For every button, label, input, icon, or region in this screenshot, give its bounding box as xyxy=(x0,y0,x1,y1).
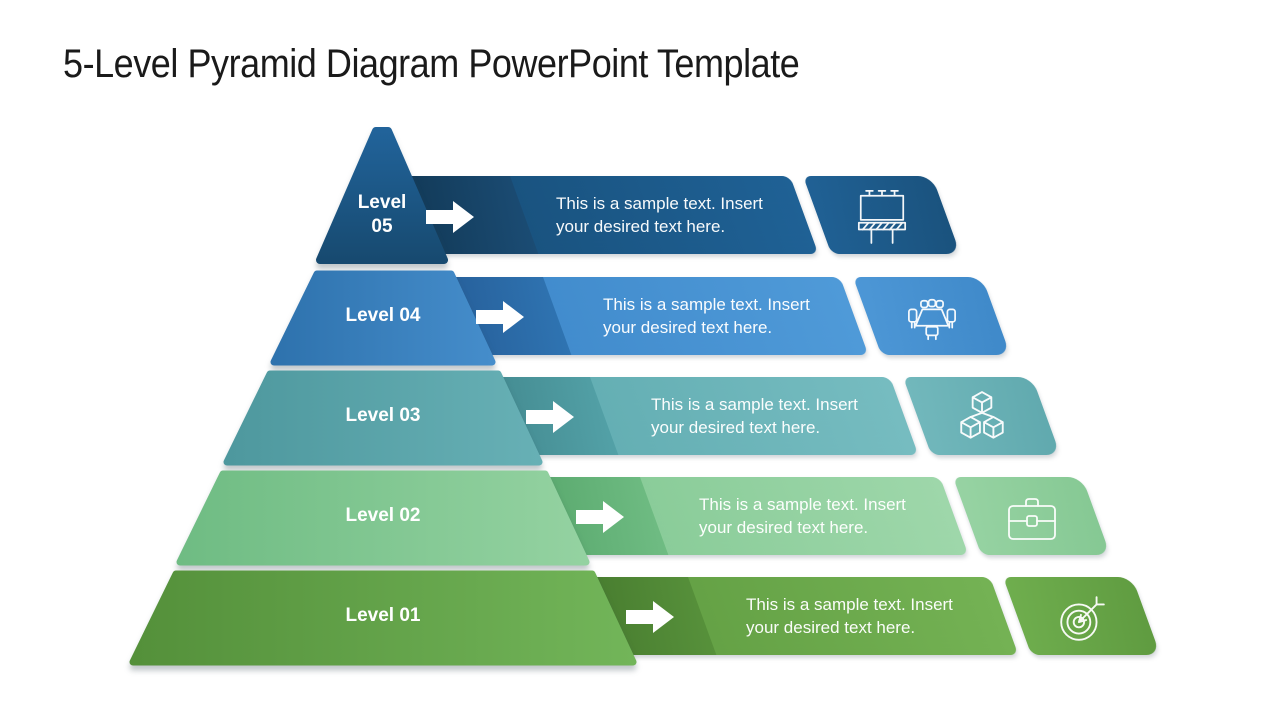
level-label-04[interactable]: Level 04 xyxy=(345,305,421,327)
level-label-01[interactable]: Level 01 xyxy=(345,605,421,627)
level-label-05[interactable]: Level 05 xyxy=(357,192,407,237)
meeting-icon xyxy=(906,291,958,347)
arrow-icon xyxy=(576,501,624,533)
description-text-level-04[interactable]: This is a sample text. Insert your desir… xyxy=(603,295,810,337)
arrow-icon xyxy=(426,201,474,233)
pyramid-segment-level-02[interactable] xyxy=(176,470,590,566)
target-icon xyxy=(1056,591,1108,647)
description-text-level-05[interactable]: This is a sample text. Insert your desir… xyxy=(556,194,763,236)
briefcase-icon xyxy=(1006,491,1058,547)
level-label-02[interactable]: Level 02 xyxy=(345,505,421,527)
arrow-icon xyxy=(476,301,524,333)
description-text-level-01[interactable]: This is a sample text. Insert your desir… xyxy=(746,595,953,637)
arrow-icon xyxy=(626,601,674,633)
pyramid-segment-level-01[interactable] xyxy=(129,570,637,666)
level-label-03[interactable]: Level 03 xyxy=(345,405,421,427)
description-text-level-03[interactable]: This is a sample text. Insert your desir… xyxy=(651,395,858,437)
pyramid-segment-level-05[interactable] xyxy=(316,126,448,266)
arrow-icon xyxy=(526,401,574,433)
pyramid-segment-level-04[interactable] xyxy=(270,270,496,366)
pyramid-segment-level-03[interactable] xyxy=(223,370,543,466)
billboard-icon xyxy=(856,188,908,244)
cubes-icon xyxy=(956,390,1008,446)
slide-title[interactable]: 5-Level Pyramid Diagram PowerPoint Templ… xyxy=(63,42,800,86)
description-text-level-02[interactable]: This is a sample text. Insert your desir… xyxy=(699,495,906,537)
